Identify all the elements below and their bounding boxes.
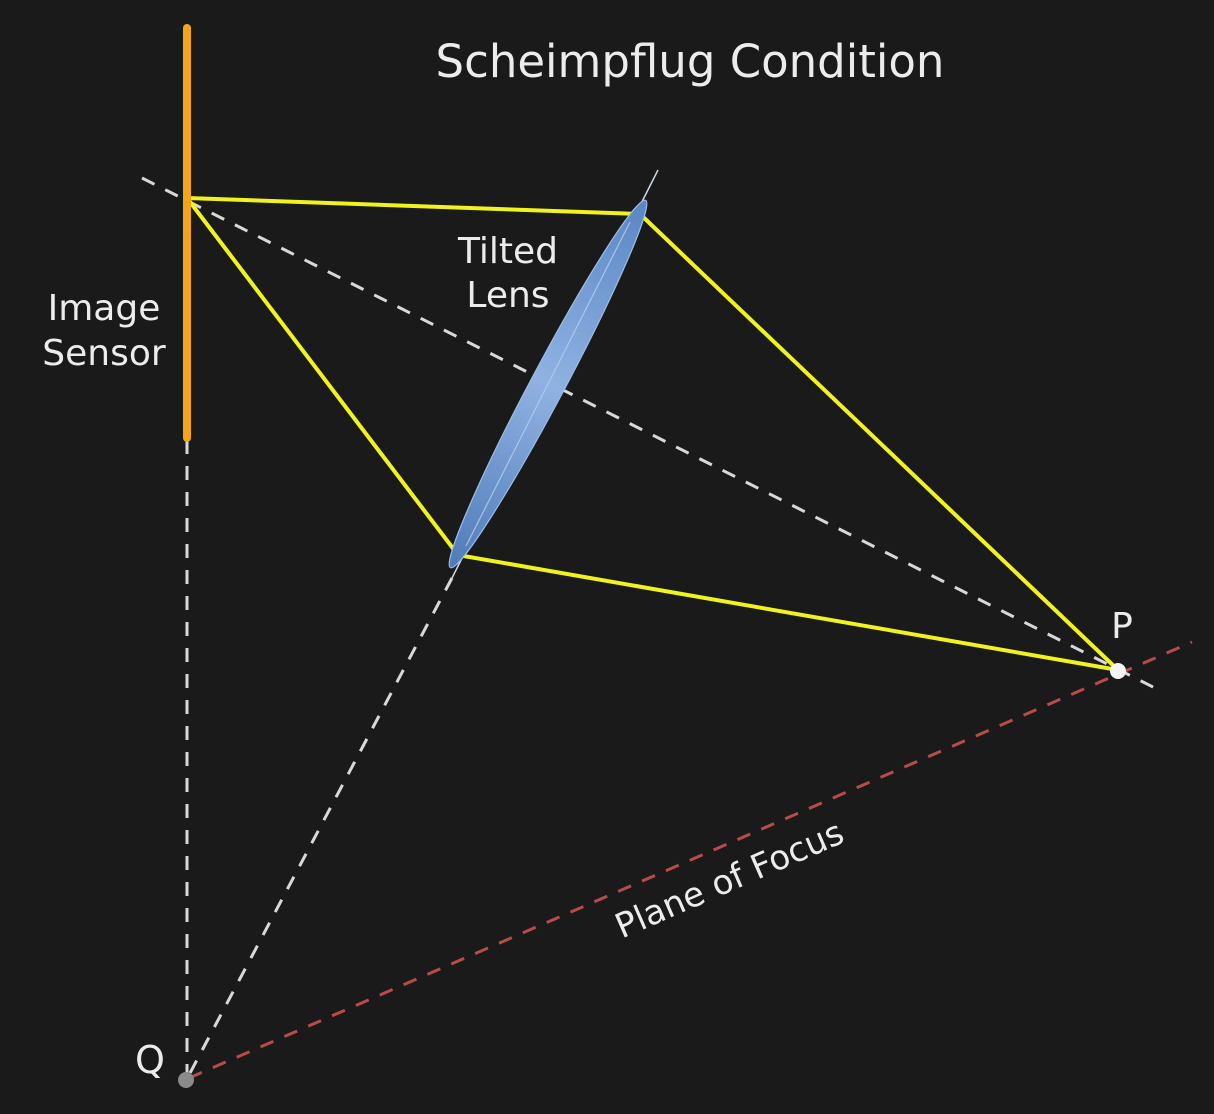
point-q-dot [178, 1072, 194, 1088]
image-sensor-label-line2: Sensor [42, 333, 166, 374]
lens-plane-extension-line [187, 577, 454, 1076]
point-p-label: P [1111, 606, 1133, 647]
point-p-dot [1110, 663, 1126, 679]
plane-of-focus-line [188, 640, 1193, 1080]
image-sensor-label-line1: Image [48, 288, 161, 329]
point-q-label: Q [135, 1038, 165, 1082]
tilted-lens-label-line2: Lens [466, 275, 549, 316]
lens-center-highlight [465, 221, 631, 547]
optical-axis-line [141, 176, 1156, 690]
diagram-title: Scheimpflug Condition [436, 35, 945, 88]
tilted-lens-label-line1: Tilted [457, 231, 558, 272]
